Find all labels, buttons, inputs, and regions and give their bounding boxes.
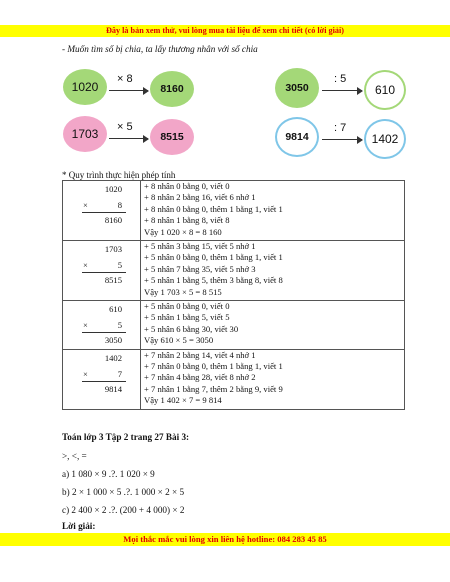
- vertical-multiplication: 1020 × 8 8160: [62, 180, 141, 241]
- times-sign: ×: [83, 320, 88, 330]
- process-label: * Quy trình thực hiện phép tính: [62, 170, 176, 180]
- multiplicand: 1020: [104, 184, 122, 194]
- times-sign: ×: [83, 260, 88, 270]
- step-line: + 7 nhân 0 bằng 0, thêm 1 bằng 1, viết 1: [144, 361, 283, 371]
- step-line: + 5 nhân 6 bằng 30, viết 30: [144, 323, 239, 334]
- exercise-item-b: b) 2 × 1 000 × 5 .?. 1 000 × 2 × 5: [62, 487, 185, 497]
- step-line: Vậy 1 703 × 5 = 8 515: [144, 286, 222, 297]
- product: 9814: [104, 383, 122, 394]
- product: 8160: [104, 215, 122, 225]
- number-circle-pink: 1703: [63, 116, 107, 152]
- step-line: + 8 nhân 0 bằng 0, viết 0: [144, 181, 230, 191]
- step-line: + 8 nhân 2 bằng 16, viết 6 nhớ 1: [144, 192, 256, 203]
- step-line: Vậy 610 × 5 = 3050: [144, 335, 214, 346]
- product: 8515: [104, 275, 122, 285]
- multiplier: 8: [117, 200, 122, 210]
- step-list: + 8 nhân 0 bằng 0, viết 0+ 8 nhân 2 bằng…: [140, 180, 405, 241]
- step-line: + 5 nhân 1 bằng 5, thêm 3 bằng 8, viết 8: [144, 275, 283, 286]
- step-line: + 8 nhân 0 bằng 0, thêm 1 bằng 1, viết 1: [144, 203, 283, 214]
- product: 3050: [104, 335, 122, 345]
- number-circle-green: 8160: [150, 71, 194, 107]
- operation-label: × 8: [117, 73, 133, 85]
- times-sign: ×: [83, 368, 88, 379]
- rule-text: - Muốn tìm số bị chia, ta lấy thương nhâ…: [62, 44, 258, 54]
- multiplier: 5: [117, 320, 122, 330]
- step-line: + 7 nhân 2 bằng 14, viết 4 nhớ 1: [144, 349, 256, 360]
- solution-label: Lời giải:: [62, 521, 96, 531]
- exercise-instruction: >, <, =: [62, 451, 87, 461]
- step-line: + 5 nhân 7 bằng 35, viết 5 nhớ 3: [144, 263, 256, 274]
- result-line: [82, 272, 126, 273]
- vertical-multiplication: 1703 × 5 8515: [62, 240, 141, 301]
- exercise-title: Toán lớp 3 Tập 2 trang 27 Bài 3:: [62, 432, 190, 442]
- calc-row: 1703 × 5 8515 + 5 nhân 3 bằng 15, viết 5 nhớ…: [62, 240, 405, 301]
- vertical-multiplication: 1402 × 7 9814: [62, 348, 141, 410]
- vertical-multiplication: 610 × 5 3050: [62, 300, 141, 350]
- step-line: + 7 nhân 1 bằng 7, thêm 2 bằng 9, viết 9: [144, 383, 283, 394]
- hotline-banner: Mọi thắc mắc vui lòng xin liên hệ hotlin…: [0, 533, 450, 546]
- step-list: + 5 nhân 3 bằng 15, viết 5 nhớ 1+ 5 nhân…: [140, 240, 405, 301]
- arrow-icon: [322, 134, 363, 146]
- step-line: + 8 nhân 1 bằng 8, viết 8: [144, 215, 230, 226]
- step-line: + 7 nhân 4 bằng 28, viết 8 nhớ 2: [144, 372, 256, 383]
- number-circle-green: 1020: [63, 69, 107, 105]
- number-circle-green: 3050: [275, 68, 319, 108]
- arrow-icon: [109, 133, 149, 145]
- multiplicand: 610: [109, 304, 122, 314]
- step-line: + 5 nhân 0 bằng 0, viết 0: [144, 301, 230, 311]
- result-line: [82, 380, 126, 382]
- operation-label: : 5: [334, 73, 347, 85]
- step-line: + 5 nhân 1 bằng 5, viết 5: [144, 312, 230, 323]
- step-list: + 5 nhân 0 bằng 0, viết 0+ 5 nhân 1 bằng…: [140, 300, 405, 350]
- multiplicand: 1703: [104, 244, 122, 254]
- multiplicand: 1402: [104, 352, 122, 363]
- step-line: + 5 nhân 3 bằng 15, viết 5 nhớ 1: [144, 241, 256, 251]
- exercise-item-c: c) 2 400 × 2 .?. (200 + 4 000) × 2: [62, 505, 185, 515]
- multiplier: 7: [117, 368, 122, 379]
- step-line: + 5 nhân 0 bằng 0, thêm 1 bằng 1, viết 1: [144, 252, 283, 263]
- number-circle-pink: 8515: [150, 119, 194, 155]
- step-list: + 7 nhân 2 bằng 14, viết 4 nhớ 1+ 7 nhân…: [140, 348, 405, 410]
- exercise-item-a: a) 1 080 × 9 .?. 1 020 × 9: [62, 469, 155, 479]
- number-circle-green-ring: 610: [364, 70, 406, 110]
- multiplier: 5: [117, 260, 122, 270]
- times-sign: ×: [83, 200, 88, 210]
- operation-label: × 5: [117, 121, 133, 133]
- calc-row: 1402 × 7 9814 + 7 nhân 2 bằng 14, viết 4 nhớ…: [62, 348, 405, 410]
- result-line: [82, 212, 126, 213]
- step-line: Vậy 1 402 × 7 = 9 814: [144, 395, 222, 406]
- number-circle-blue-ring: 1402: [364, 119, 406, 159]
- arrow-icon: [109, 85, 149, 97]
- result-line: [82, 332, 126, 333]
- number-circle-blue: 9814: [275, 117, 319, 157]
- preview-banner: Đây là bản xem thử, vui lòng mua tài liệ…: [0, 25, 450, 37]
- arrow-icon: [322, 85, 363, 97]
- operation-label: : 7: [334, 122, 347, 134]
- step-line: Vậy 1 020 × 8 = 8 160: [144, 226, 222, 237]
